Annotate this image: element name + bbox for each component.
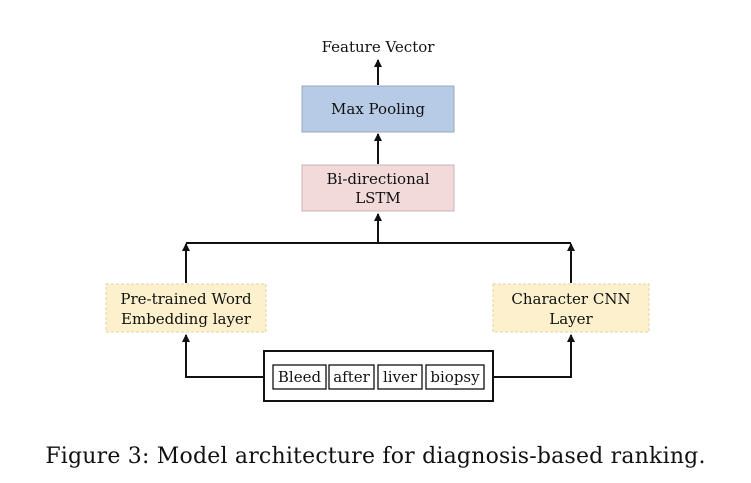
bilstm-node: Bi-directional LSTM bbox=[301, 164, 455, 212]
bilstm-label-line2: LSTM bbox=[355, 189, 401, 207]
arrow-input-to-charcnn bbox=[493, 334, 575, 378]
char-cnn-node: Character CNN Layer bbox=[492, 283, 650, 333]
word-embedding-node: Pre-trained Word Embedding layer bbox=[105, 283, 267, 333]
char-cnn-box bbox=[492, 283, 650, 333]
token-text: biopsy bbox=[430, 368, 480, 386]
token-box bbox=[377, 364, 423, 390]
feature-vector-label: Feature Vector bbox=[322, 38, 436, 56]
word-embedding-box bbox=[105, 283, 267, 333]
token-box bbox=[272, 364, 327, 390]
token-text: liver bbox=[383, 368, 418, 386]
max-pooling-node: Max Pooling bbox=[301, 85, 455, 133]
word-embedding-label-line2: Embedding layer bbox=[121, 310, 252, 328]
token-text: after bbox=[333, 368, 370, 386]
max-pooling-box bbox=[301, 85, 455, 133]
input-sentence: Bleed after liver biopsy bbox=[263, 350, 494, 402]
bilstm-box bbox=[301, 164, 455, 212]
word-embedding-label-line1: Pre-trained Word bbox=[120, 290, 252, 308]
arrow-input-to-embedding bbox=[182, 334, 264, 378]
token-text: Bleed bbox=[278, 368, 322, 386]
char-cnn-label-line2: Layer bbox=[549, 310, 593, 328]
char-cnn-label-line1: Character CNN bbox=[511, 290, 630, 308]
figure-caption: Figure 3: Model architecture for diagnos… bbox=[45, 444, 706, 469]
token-box bbox=[328, 364, 375, 390]
max-pooling-label: Max Pooling bbox=[331, 100, 425, 118]
bilstm-label-line1: Bi-directional bbox=[327, 170, 430, 188]
token-box bbox=[425, 364, 485, 390]
